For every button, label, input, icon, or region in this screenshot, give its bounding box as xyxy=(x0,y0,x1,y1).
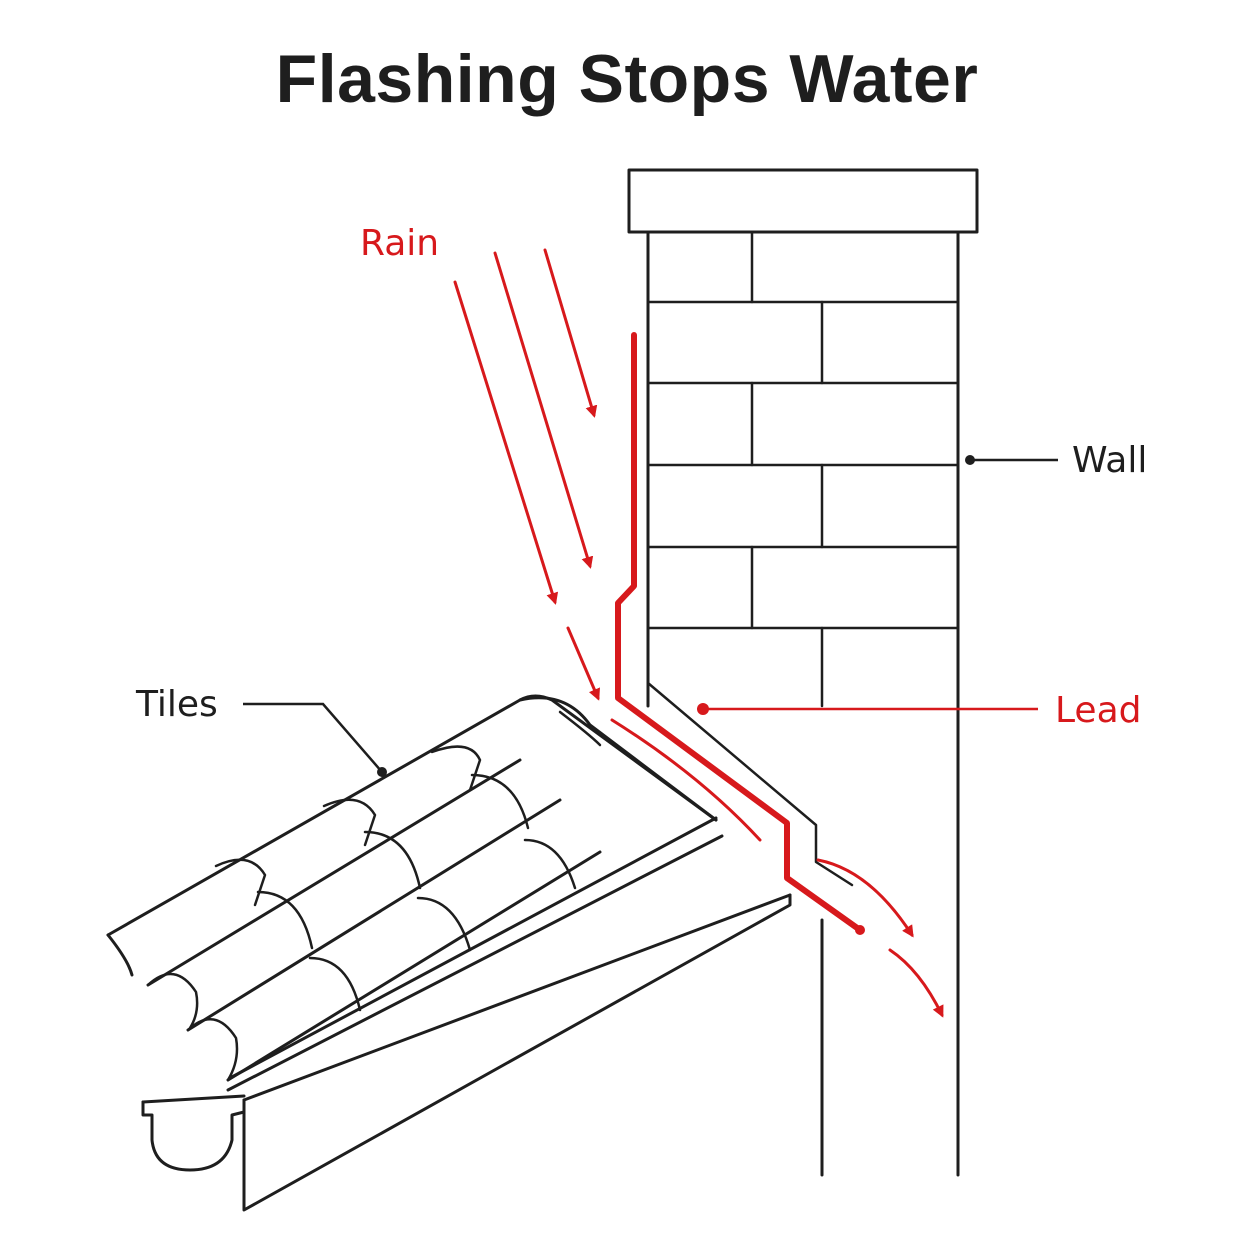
rain-arrows xyxy=(453,248,600,701)
wall-coping-cap xyxy=(627,168,979,234)
water-flow-arrow-1 xyxy=(816,858,914,938)
rain-arrow-4 xyxy=(566,626,600,701)
roof xyxy=(106,694,792,1212)
rain-label: Rain xyxy=(360,223,439,264)
tiles-leader-dot xyxy=(377,767,387,777)
gutter xyxy=(141,1094,246,1172)
water-flow-line-1 xyxy=(610,718,762,842)
tiles-label: Tiles xyxy=(135,684,218,725)
lead-label: Lead xyxy=(1055,690,1141,731)
wall xyxy=(627,168,979,1177)
rain-arrow-2 xyxy=(493,251,594,569)
water-flow-arrows xyxy=(610,718,944,1018)
wall-label: Wall xyxy=(1072,440,1147,481)
fascia-board xyxy=(242,893,792,1212)
tiles-leader xyxy=(243,702,383,773)
wall-leader-dot xyxy=(965,455,975,465)
water-flow-arrow-2 xyxy=(888,948,944,1018)
rain-arrow-3 xyxy=(453,280,559,605)
leader-lines xyxy=(243,455,1058,777)
rain-arrow-1 xyxy=(543,248,598,418)
roof-tiles xyxy=(106,694,792,1102)
lead-leader-dot xyxy=(697,703,709,715)
page-title: Flashing Stops Water xyxy=(275,41,979,117)
lead-flashing xyxy=(615,332,865,935)
brick-courses xyxy=(646,230,960,708)
